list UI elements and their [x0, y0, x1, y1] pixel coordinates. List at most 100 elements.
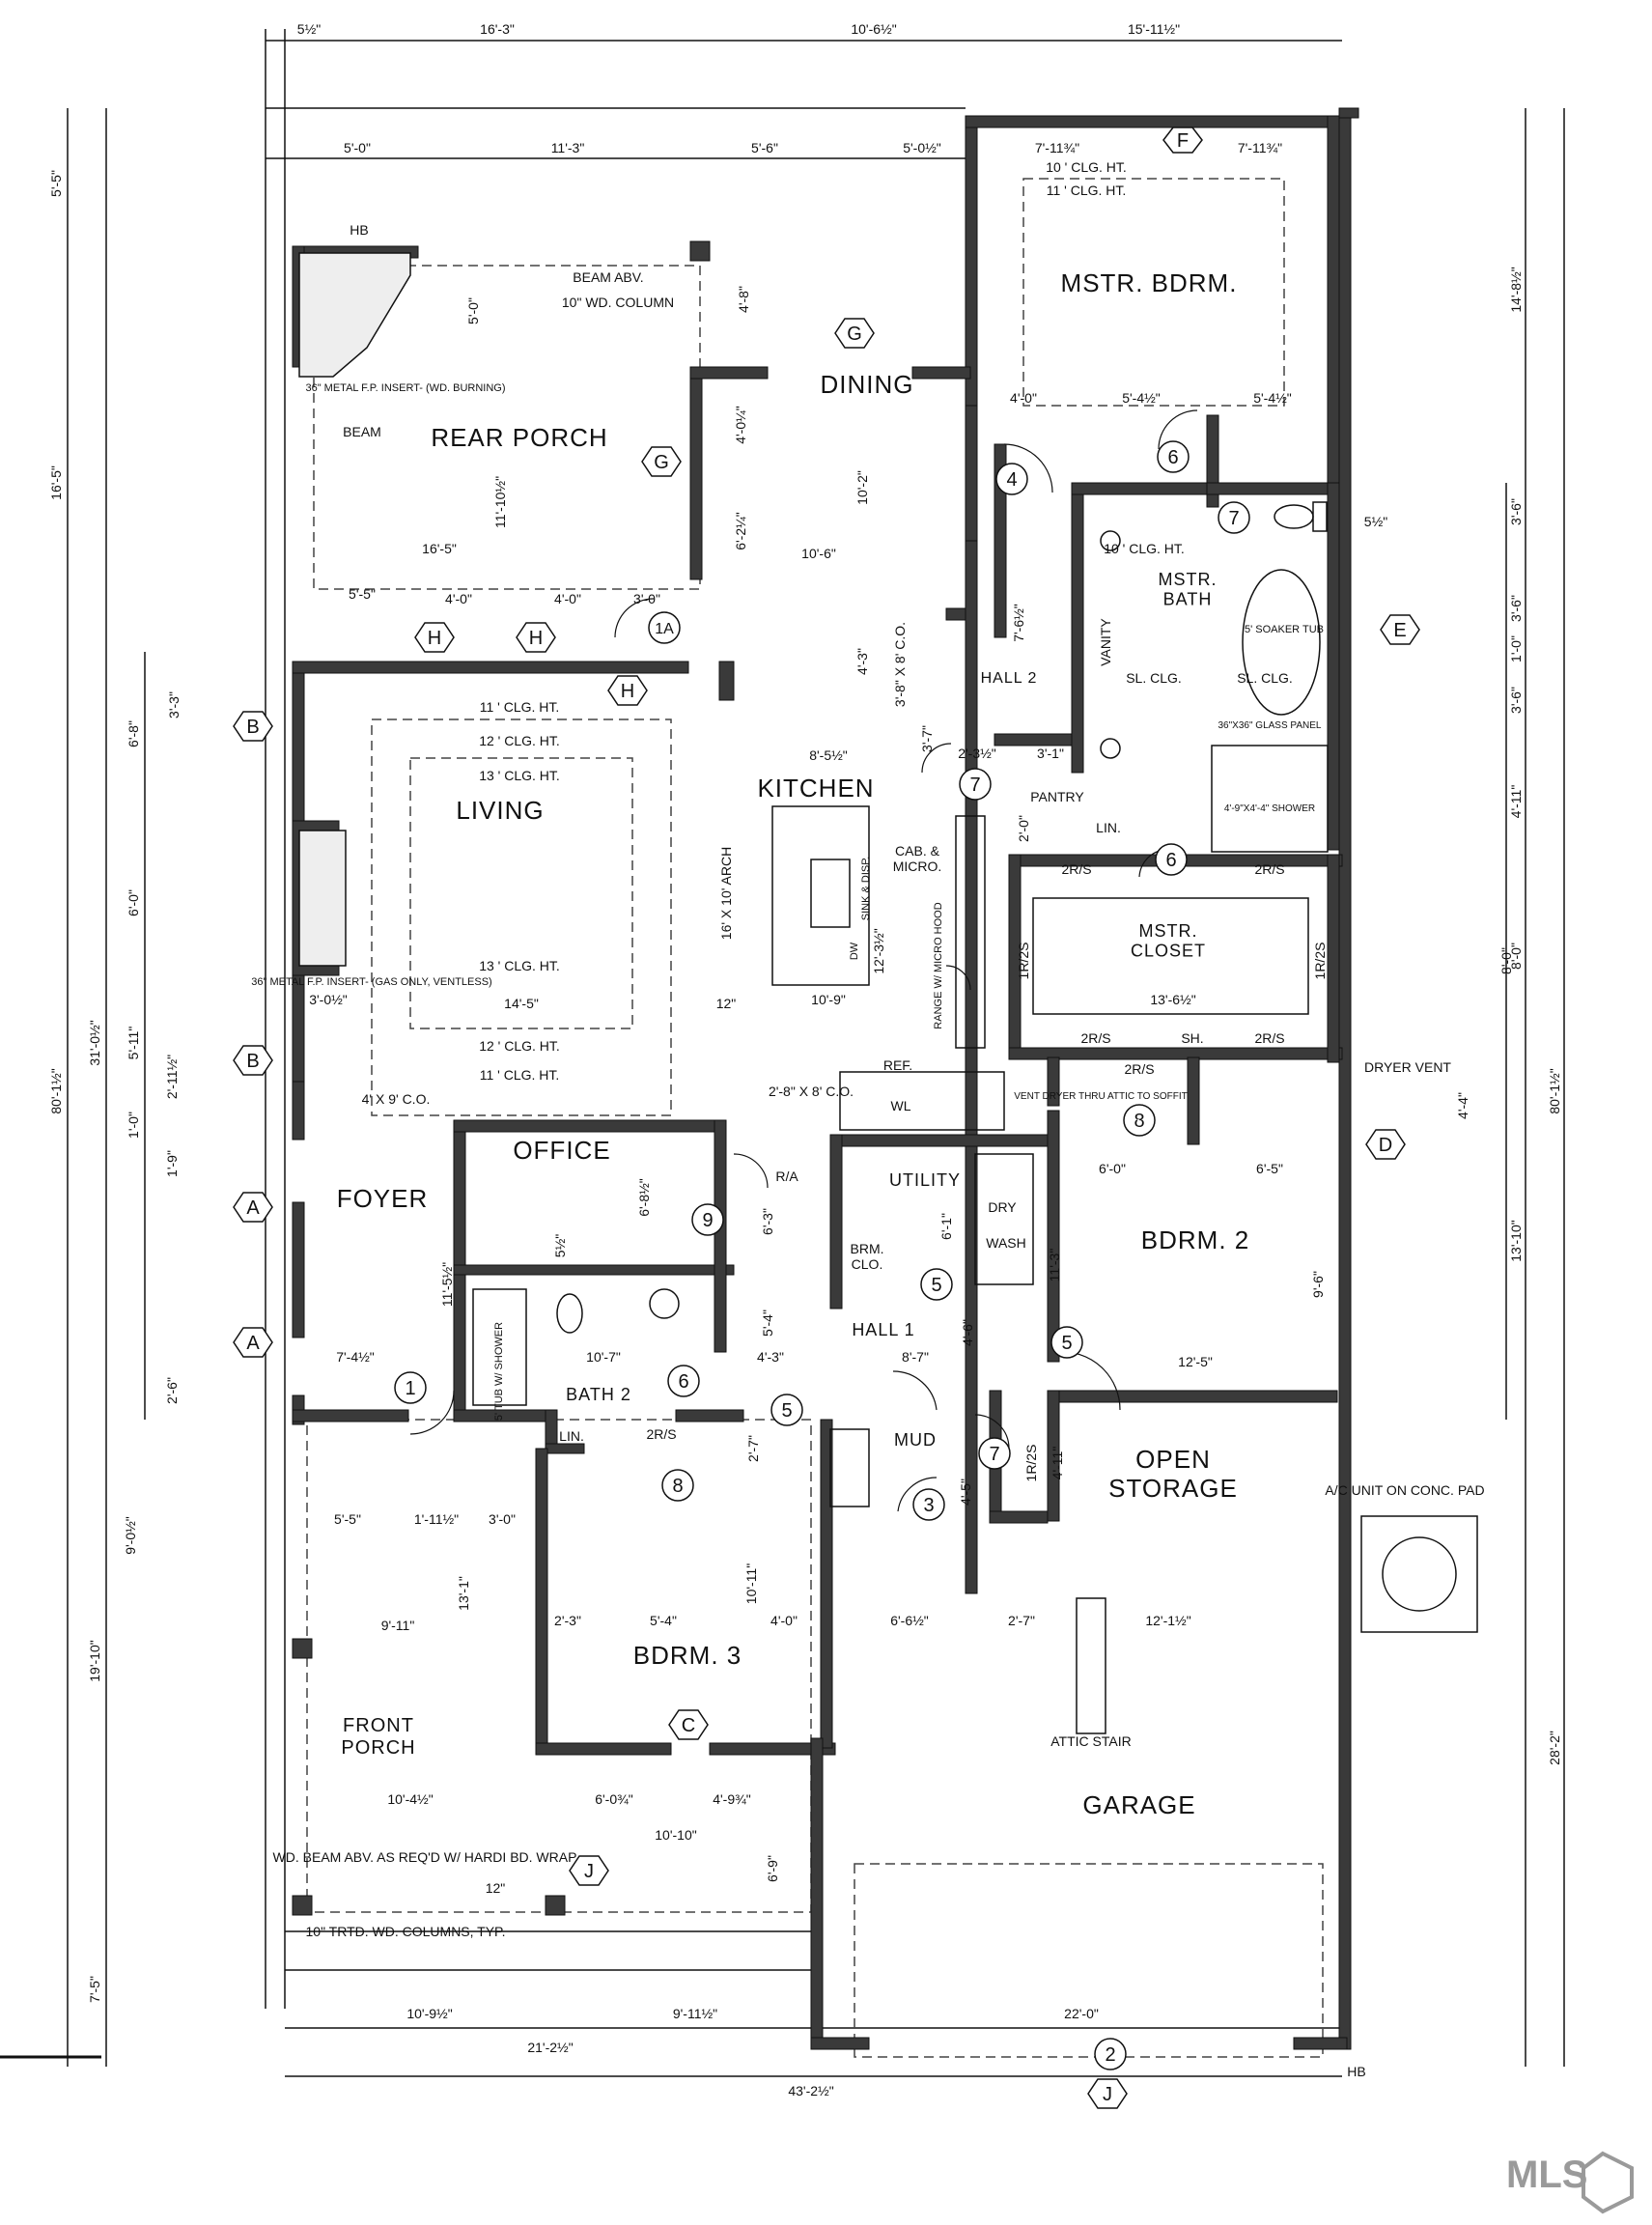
svg-text:7'-11¾": 7'-11¾" [1238, 140, 1282, 155]
note-clg-11-b: 11 ' CLG. HT. [480, 1067, 560, 1083]
room-utility: UTILITY [889, 1170, 961, 1190]
note-mstr-clg-11: 11 ' CLG. HT. [1047, 183, 1127, 198]
note-vanity: VANITY [1098, 618, 1113, 666]
note-cab-micro: CAB. &MICRO. [893, 843, 942, 874]
svg-text:5'-0": 5'-0" [344, 140, 371, 155]
svg-text:1'-11½": 1'-11½" [414, 1511, 459, 1527]
svg-text:5'-4½": 5'-4½" [1253, 390, 1292, 406]
note-ac-unit: A/C UNIT ON CONC. PAD [1325, 1482, 1484, 1498]
svg-text:10'-9½": 10'-9½" [406, 2006, 452, 2021]
svg-text:H: H [529, 628, 543, 649]
window-tag-g-porch: G [641, 446, 682, 477]
door-tag-9: 9 [691, 1203, 724, 1236]
svg-text:3'-3": 3'-3" [166, 691, 182, 718]
svg-text:12'-5": 12'-5" [1178, 1354, 1213, 1369]
window-tags: F G G H H H B B A A E D C J J [233, 127, 1420, 2109]
svg-text:4'-6": 4'-6" [960, 1319, 975, 1346]
svg-text:A: A [246, 1333, 260, 1354]
svg-text:10'-4½": 10'-4½" [387, 1791, 433, 1807]
svg-text:12": 12" [716, 996, 737, 1011]
svg-text:6'-6½": 6'-6½" [890, 1613, 929, 1628]
svg-text:19'-10": 19'-10" [87, 1640, 102, 1681]
note-sl-clg-2: SL. CLG. [1237, 670, 1293, 686]
svg-text:6'-5": 6'-5" [1256, 1161, 1283, 1176]
note-clg-12-a: 12 ' CLG. HT. [479, 733, 560, 748]
svg-text:4'-0": 4'-0" [770, 1613, 798, 1628]
svg-text:4: 4 [1006, 469, 1017, 491]
svg-text:2'-11½": 2'-11½" [164, 1055, 180, 1099]
svg-text:2'-7": 2'-7" [745, 1435, 761, 1462]
room-foyer: FOYER [337, 1184, 429, 1213]
window-tag-h-1: H [414, 622, 455, 653]
door-tag-7-b: 7 [959, 768, 992, 801]
note-co-hall: 2'-8" X 8' C.O. [769, 1084, 854, 1099]
svg-text:6'-0": 6'-0" [1099, 1161, 1126, 1176]
svg-text:9'-0½": 9'-0½" [123, 1516, 138, 1555]
room-kitchen: KITCHEN [757, 774, 874, 803]
window-tag-h-3: H [607, 675, 648, 706]
svg-text:11'-5½": 11'-5½" [439, 1262, 455, 1307]
svg-text:10'-6": 10'-6" [801, 546, 836, 561]
svg-text:7'-5": 7'-5" [87, 1976, 102, 2003]
svg-text:3'-6": 3'-6" [1508, 595, 1524, 622]
note-wash: WASH [986, 1235, 1025, 1251]
svg-text:12'-3½": 12'-3½" [871, 928, 886, 973]
svg-text:10'-2": 10'-2" [854, 470, 870, 505]
svg-text:5'-0": 5'-0" [465, 297, 481, 324]
window-tag-f: F [1162, 127, 1203, 154]
svg-text:7'-11¾": 7'-11¾" [1035, 140, 1079, 155]
walls [292, 107, 1359, 2050]
svg-text:14'-5": 14'-5" [504, 996, 539, 1011]
svg-text:4'-11": 4'-11" [1508, 785, 1524, 819]
svg-text:8'-5½": 8'-5½" [809, 747, 848, 763]
svg-text:F: F [1177, 130, 1189, 152]
room-garage: GARAGE [1082, 1790, 1195, 1819]
room-hall-2: HALL 2 [981, 670, 1038, 687]
svg-text:B: B [246, 717, 259, 738]
svg-text:2'-6": 2'-6" [164, 1377, 180, 1404]
room-pantry: PANTRY [1030, 789, 1084, 804]
svg-text:8'-0": 8'-0" [1498, 947, 1514, 974]
svg-text:6'-3": 6'-3" [760, 1208, 775, 1235]
svg-text:3'-0": 3'-0" [489, 1511, 516, 1527]
note-columns: 10" TRTD. WD. COLUMNS, TYP. [306, 1924, 506, 1939]
door-tag-2: 2 [1094, 2038, 1127, 2070]
svg-text:6'-8": 6'-8" [126, 720, 141, 747]
note-shower: 4'-9"X4'-4" SHOWER [1224, 803, 1315, 814]
door-tag-7-a: 7 [1218, 501, 1250, 534]
svg-text:G: G [654, 452, 669, 473]
window-tag-e: E [1380, 614, 1420, 645]
window-tag-j-1: J [569, 1855, 609, 1886]
window-tag-b-1: B [233, 711, 273, 742]
svg-text:5½": 5½" [1364, 514, 1387, 529]
svg-text:28'-2": 28'-2" [1547, 1731, 1562, 1765]
svg-text:6'-0": 6'-0" [126, 889, 141, 916]
note-rs-bdrm2: 2R/S [1124, 1061, 1154, 1077]
room-rear-porch: REAR PORCH [431, 423, 607, 452]
svg-text:12'-1½": 12'-1½" [1145, 1613, 1190, 1628]
svg-text:4'-8": 4'-8" [736, 286, 751, 313]
svg-text:8'-7": 8'-7" [902, 1349, 929, 1365]
svg-text:H: H [428, 628, 441, 649]
room-office: OFFICE [513, 1136, 610, 1165]
door-tag-1a: 1A [648, 611, 681, 644]
svg-text:22'-0": 22'-0" [1064, 2006, 1099, 2021]
svg-text:6: 6 [1165, 850, 1176, 871]
window-tag-h-2: H [516, 622, 556, 653]
svg-text:4'-11": 4'-11" [1050, 1447, 1065, 1480]
note-hb-top: HB [350, 222, 368, 238]
svg-text:5: 5 [931, 1275, 941, 1296]
svg-text:8: 8 [672, 1476, 683, 1497]
note-metal-fp-rear: 36" METAL F.P. INSERT- (WD. BURNING) [305, 382, 505, 394]
note-co-kitchen: 3'-8" X 8' C.O. [892, 622, 908, 707]
svg-text:4'-5": 4'-5" [958, 1479, 973, 1506]
svg-text:2'-3": 2'-3" [554, 1613, 581, 1628]
window-tag-g-dining: G [834, 318, 875, 349]
room-bath-2: BATH 2 [566, 1385, 631, 1404]
svg-text:14'-8½": 14'-8½" [1508, 267, 1524, 312]
door-tag-5-b: 5 [1050, 1326, 1083, 1359]
window-tag-c: C [668, 1709, 709, 1740]
svg-text:2'-3½": 2'-3½" [958, 746, 996, 761]
svg-text:10'-10": 10'-10" [655, 1827, 696, 1843]
